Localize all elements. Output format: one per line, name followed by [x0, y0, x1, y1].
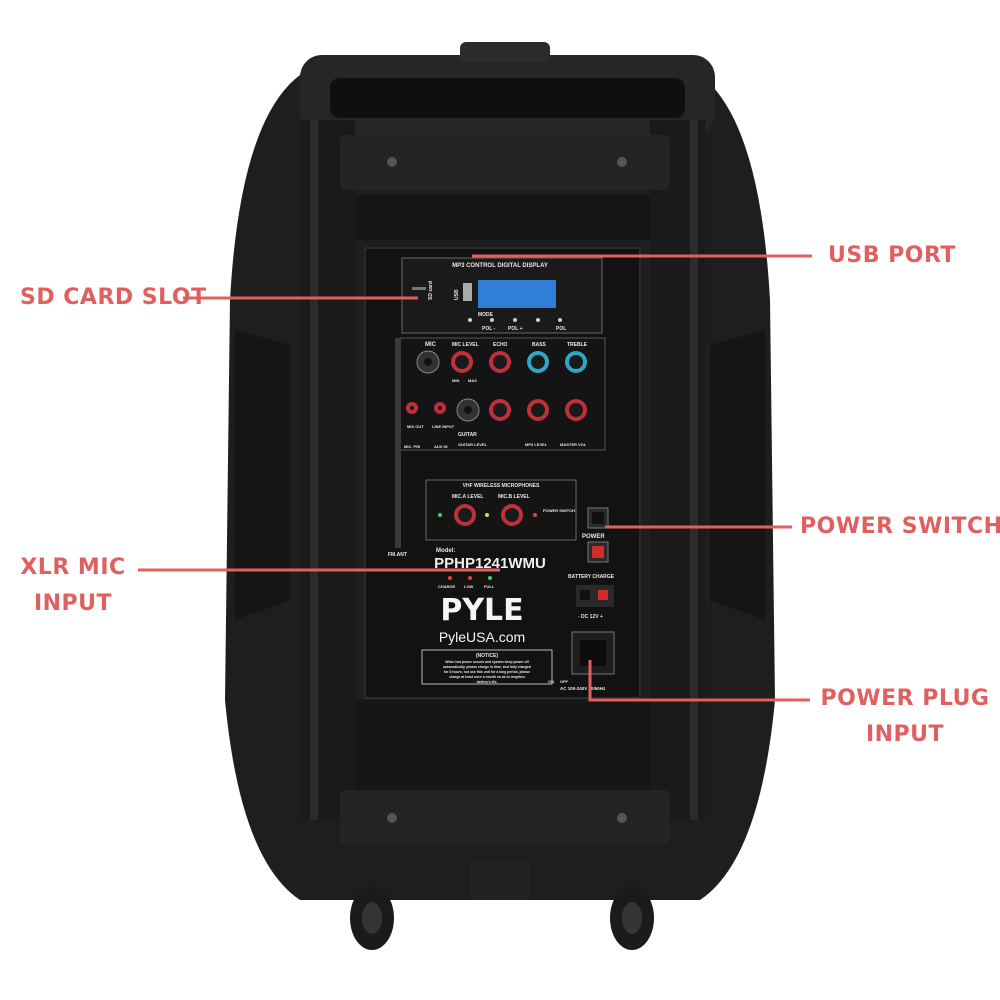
master-vol-label: MASTER VOL [560, 442, 587, 447]
knob-bass [527, 351, 549, 373]
notice-line-4: charge at least once a month so as to le… [449, 675, 525, 679]
callout-power-plug-input: POWER PLUG INPUT [820, 681, 990, 753]
usb-label: USB [454, 289, 460, 300]
callout-power-switch: POWER SWITCH [800, 514, 1000, 539]
left-side-grip [235, 330, 290, 620]
usb-port [463, 283, 472, 301]
knob-guitar-level [489, 399, 511, 421]
bass-label: BASS [532, 342, 547, 348]
guitar-level-label: GUITAR LEVEL [458, 442, 488, 447]
fm-antenna [395, 338, 401, 548]
top-bracket [340, 135, 670, 190]
low-label: LOW [464, 584, 474, 589]
callout-usb-port: USB PORT [828, 243, 956, 268]
off-label: OFF [560, 679, 569, 684]
notice-box [421, 649, 553, 685]
sd-card-label: SD card [428, 281, 434, 300]
mic-pri-label: MIC. PRI [404, 444, 420, 449]
knob-master-vol [565, 399, 587, 421]
brand-logo: PYLE [440, 593, 523, 628]
ac-label: AC 100-240V 50/60Hz [560, 686, 606, 691]
wireless-module [425, 479, 577, 541]
knob-echo [489, 351, 511, 373]
mp3-buttons [468, 318, 562, 322]
power-plug-line-1: POWER PLUG [820, 686, 990, 711]
wireless-power-switch-label: POWER SWITCH [543, 508, 575, 513]
battery-charge-label: BATTERY CHARGE [568, 574, 615, 580]
mic-b-level-label: MIC.B LEVEL [498, 494, 530, 500]
xlr-mic-line-2: INPUT [33, 591, 113, 616]
echo-label: ECHO [493, 342, 508, 348]
mic-label: MIC [425, 342, 437, 348]
line-input-label: LINE INPUT [432, 424, 455, 429]
notice-title: (NOTICE) [476, 653, 499, 659]
pol-label: POL [556, 326, 566, 332]
aux-in-label: AUX IN [434, 444, 448, 449]
digital-display [478, 280, 556, 308]
knob-max-label: MAX [468, 378, 477, 383]
pol-plus-label: POL + [508, 326, 523, 332]
sd-card-slot [412, 287, 426, 290]
leader-power-plug-input [588, 660, 810, 702]
dc-label: - DC 12V + [578, 614, 603, 620]
left-handle-rail [300, 120, 355, 820]
mp3-level-label: MP3 LEVEL [525, 442, 548, 447]
fm-ant-label: FM.ANT [388, 552, 407, 558]
callout-xlr-mic-input: XLR MIC INPUT [18, 550, 128, 622]
guitar-label: GUITAR [458, 432, 477, 438]
knob-mic-b [501, 504, 523, 526]
on-label: ON [548, 679, 554, 684]
vhf-label: VHF WIRELESS MICROPHONES [463, 483, 540, 489]
mic-a-level-label: MIC.A LEVEL [452, 494, 483, 500]
charge-label: CHARGE [438, 584, 456, 589]
mic-level-label: MIC LEVEL [452, 342, 479, 348]
knob-treble [565, 351, 587, 373]
knob-mic-level [451, 351, 473, 373]
brand-website: PyleUSA.com [439, 629, 525, 645]
bottom-bracket [340, 790, 670, 845]
knob-mic-a [454, 504, 476, 526]
right-side-grip [710, 330, 765, 620]
model-number: PPHP1241WMU [434, 555, 546, 572]
notice-line-5: battery's life. [477, 680, 498, 684]
knob-min-label: MIN [452, 378, 459, 383]
knob-mp3-level [527, 399, 549, 421]
full-label: FULL [484, 584, 495, 589]
power-label: POWER [582, 534, 605, 540]
treble-label: TREBLE [567, 342, 588, 348]
model-label: Model: [436, 548, 455, 554]
mix-out-label: MIX OUT [407, 424, 424, 429]
pol-minus-label: POL - [482, 326, 496, 332]
xlr-mic-line-1: XLR MIC [20, 555, 126, 580]
display-title: MP3 CONTROL DIGITAL DISPLAY [452, 263, 548, 269]
callout-sd-card-slot: SD CARD SLOT [20, 285, 207, 310]
notice-line-3: for 8 hours; not use this unit for a lon… [444, 670, 530, 674]
power-plug-line-2: INPUT [865, 722, 945, 747]
notice-line-2: automatically, please charge in time, an… [443, 665, 531, 669]
mode-label: MODE [478, 312, 494, 318]
notice-line-1: When low power occurs and system beep po… [445, 660, 529, 664]
